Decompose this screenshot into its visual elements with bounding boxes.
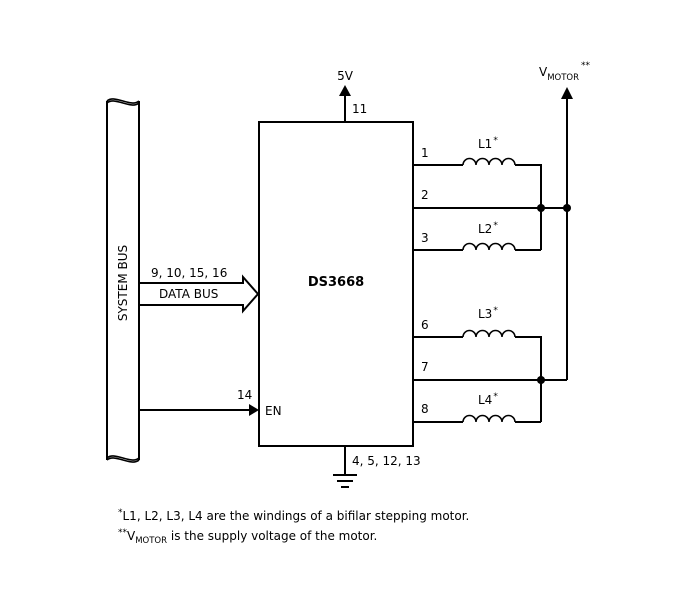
ground: 4, 5, 12, 13: [333, 446, 421, 488]
footnotes: *L1, L2, L3, L4 are the windings of a bi…: [118, 508, 469, 546]
coil-l1-label: L1*: [478, 136, 498, 151]
data-bus-pins: 9, 10, 15, 16: [151, 266, 227, 280]
enable-label: EN: [265, 404, 282, 418]
enable-line: 14 EN: [139, 388, 282, 418]
vmotor-supply: VMOTOR**: [539, 61, 591, 380]
pin-2: 2: [421, 188, 429, 202]
data-bus-arrow: 9, 10, 15, 16 DATA BUS: [139, 266, 260, 314]
pin-6: 6: [421, 318, 429, 332]
pin-7: 7: [421, 360, 429, 374]
supply-pin: 11: [352, 102, 367, 116]
chip-ds3668: DS3668: [258, 121, 414, 447]
chip-name: DS3668: [308, 275, 364, 290]
ground-pins: 4, 5, 12, 13: [352, 454, 421, 468]
supply-5v: 5V 11: [337, 69, 367, 122]
supply-label: 5V: [337, 69, 354, 83]
lower-winding-pair: 6 7 8 L3* L4*: [413, 306, 567, 423]
footnote-1: *L1, L2, L3, L4 are the windings of a bi…: [118, 508, 469, 523]
pin-1: 1: [421, 146, 429, 160]
data-bus-label: DATA BUS: [159, 287, 218, 301]
enable-pin-number: 14: [237, 388, 252, 402]
system-bus-label: SYSTEM BUS: [116, 245, 130, 321]
upper-winding-pair: 1 2 3 L1* L2*: [413, 136, 571, 251]
vmotor-label: VMOTOR**: [539, 61, 591, 83]
footnote-2: **VMOTOR is the supply voltage of the mo…: [118, 528, 377, 546]
coil-l3-label: L3*: [478, 306, 498, 321]
system-bus: SYSTEM BUS: [106, 98, 140, 463]
pin-3: 3: [421, 231, 429, 245]
pin-8: 8: [421, 402, 429, 416]
coil-l2-label: L2*: [478, 221, 498, 236]
coil-l4-label: L4*: [478, 392, 498, 407]
